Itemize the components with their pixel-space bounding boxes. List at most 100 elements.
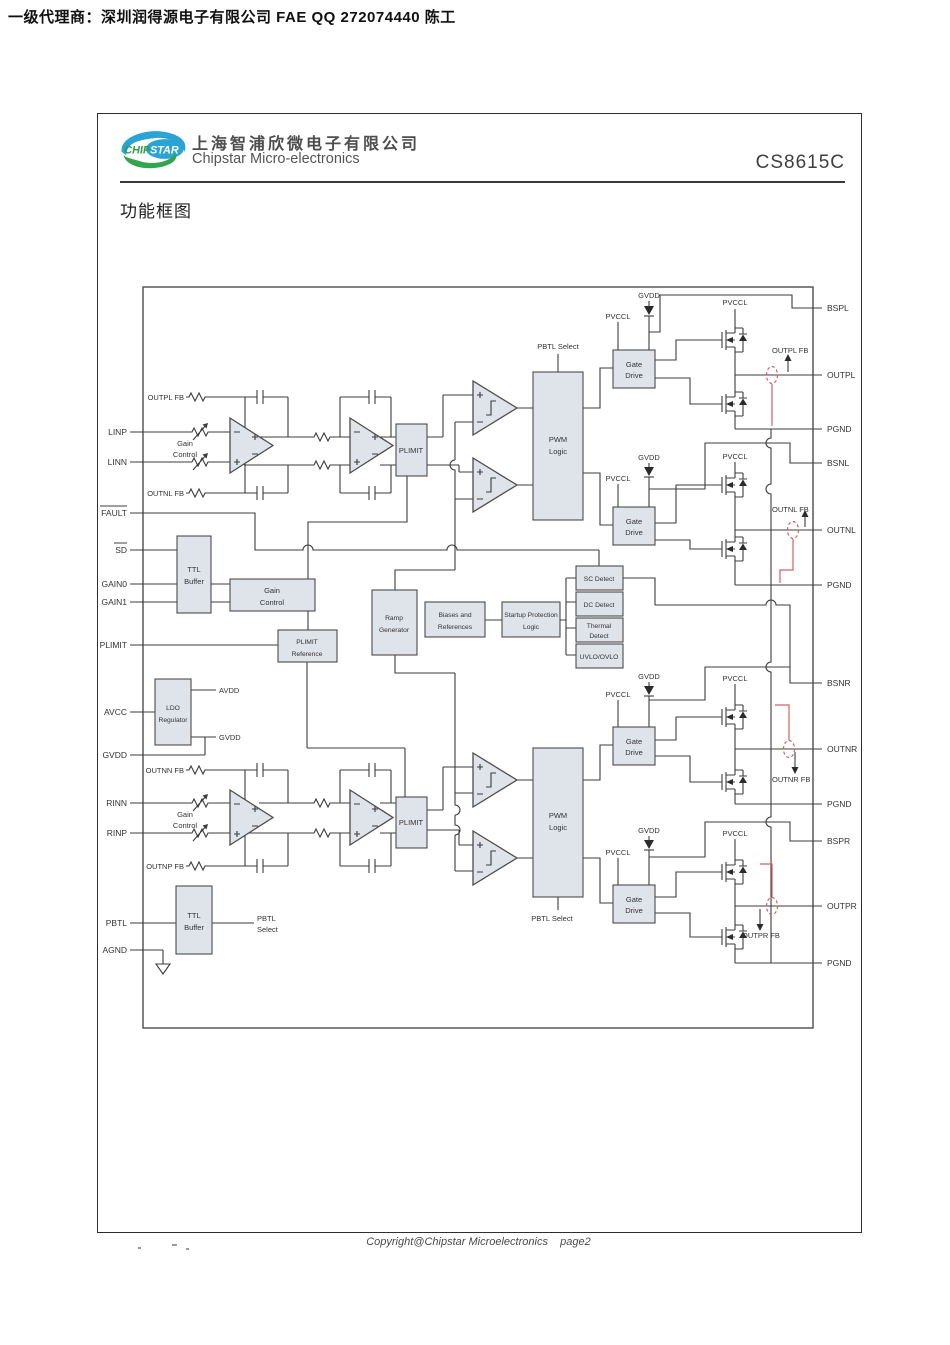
- gainctrl-line1: Gain: [264, 586, 280, 595]
- diagram-border: [142, 286, 814, 1029]
- mosfet-ls-outpl: [708, 386, 748, 422]
- label-pvccl-gd4: PVCCL: [605, 848, 630, 857]
- block-gate-drive-2: [612, 506, 656, 546]
- pin-plimit: PLIMIT: [100, 640, 127, 650]
- distributor-header: 一级代理商：深圳润得源电子有限公司 FAE QQ 272074440 陈工: [8, 9, 456, 26]
- footer-copyright: Copyright@Chipstar Microelectronics page…: [366, 1236, 591, 1248]
- part-number: CS8615C: [755, 152, 845, 173]
- header-rule: [120, 181, 845, 183]
- pin-bspl: BSPL: [827, 303, 849, 313]
- opamp-r-stage1: [229, 789, 274, 846]
- res-outpl-fb: [185, 392, 209, 402]
- pin-pbtl: PBTL: [106, 918, 128, 928]
- label-gain-r1: Gain: [177, 810, 193, 819]
- cap-r2-bot: [356, 858, 388, 874]
- pin-bsnr: BSNR: [827, 678, 851, 688]
- label-gain-l1: Gain: [177, 439, 193, 448]
- biases-line1: Biases and: [438, 612, 471, 619]
- fb-arrow-heads: [756, 354, 809, 931]
- label-gain-r2: Control: [173, 821, 198, 830]
- label-outnp-fb: OUTNP FB: [146, 862, 184, 871]
- block-dc-detect: [575, 591, 624, 617]
- block-pwm-logic-r: [532, 747, 584, 898]
- ldo-line2: Regulator: [159, 717, 189, 724]
- uvlo-label: UVLO/OVLO: [580, 654, 619, 661]
- plimitref-line1: PLIMIT: [296, 639, 318, 646]
- bootstrap-diode-1: [643, 305, 655, 317]
- fb-arrow-stems: [759, 360, 806, 925]
- block-ttl-buffer-2: [175, 885, 213, 955]
- gd4-line1: Gate: [626, 895, 642, 904]
- gd2-line1: Gate: [626, 517, 642, 526]
- block-plimit-reference: [277, 629, 338, 663]
- thermal-line2: Detect: [589, 633, 608, 640]
- logo-swoosh-green: [123, 153, 177, 169]
- pwm-r-line2: Logic: [549, 823, 567, 832]
- pin-bsnl: BSNL: [827, 458, 849, 468]
- cap-r2-top: [356, 762, 388, 778]
- block-pwm-logic-l: [532, 371, 584, 521]
- gain-varres-rinn: [188, 793, 212, 812]
- gd1-line1: Gate: [626, 360, 642, 369]
- sense-ellipse-outnr: [782, 739, 796, 759]
- label-gvdd-3: GVDD: [638, 672, 660, 681]
- pin-outnl: OUTNL: [827, 525, 856, 535]
- cap-l2-top: [356, 389, 388, 405]
- pin-linn: LINN: [108, 457, 127, 467]
- block-sc-detect: [575, 565, 624, 591]
- comparator-l1: [472, 380, 518, 436]
- gainctrl-line2: Control: [260, 598, 285, 607]
- bootstrap-diode-3: [643, 685, 655, 697]
- wires-control-center: [130, 476, 791, 960]
- block-ldo-regulator: [154, 678, 192, 746]
- logo-blue-blob: [145, 139, 184, 159]
- res-stage2-r1: [310, 798, 334, 808]
- gd3-line2: Drive: [625, 748, 643, 757]
- sense-ellipse-outnl: [786, 520, 800, 540]
- cap-r1-top: [244, 762, 276, 778]
- res-stage2-l1: [310, 432, 334, 442]
- bootstrap-diode-2: [643, 466, 655, 478]
- ttl1-line2: Buffer: [184, 577, 204, 586]
- label-gvdd-2: GVDD: [638, 453, 660, 462]
- logo-swoosh-blue: [121, 131, 186, 156]
- sc-detect-label: SC Detect: [584, 576, 615, 583]
- cap-l1-top: [244, 389, 276, 405]
- mosfet-hs-outnr: [708, 699, 748, 735]
- pin-outpr: OUTPR: [827, 901, 857, 911]
- block-plimit-l: [395, 423, 428, 477]
- block-plimit-l-label: PLIMIT: [399, 446, 424, 455]
- artifact-dot-1: [138, 1247, 141, 1249]
- label-pbtl-select-top: PBTL Select: [537, 342, 579, 351]
- label-pvccl-gd2: PVCCL: [605, 474, 630, 483]
- res-outnl-fb: [185, 488, 209, 498]
- pwm-l-line2: Logic: [549, 447, 567, 456]
- pin-bspr: BSPR: [827, 836, 850, 846]
- label-gain-l2: Control: [173, 450, 198, 459]
- pin-avcc: AVCC: [104, 707, 127, 717]
- block-biases-references: [424, 601, 486, 638]
- block-plimit-r-label: PLIMIT: [399, 818, 424, 827]
- gd3-line1: Gate: [626, 737, 642, 746]
- label-outnn-fb: OUTNN FB: [146, 766, 184, 775]
- active-low-overlines: [100, 505, 127, 544]
- ttl2-line2: Buffer: [184, 923, 204, 932]
- label-pbtl-select-out1: PBTL: [257, 914, 276, 923]
- res-stage2-l2: [310, 460, 334, 470]
- gain-varres-linp: [188, 422, 212, 441]
- res-stage2-r2: [310, 828, 334, 838]
- ldo-line1: LDO: [166, 705, 180, 712]
- ramp-line2: Generator: [379, 627, 410, 634]
- comparator-r1: [472, 752, 518, 808]
- mosfet-hs-outpr: [708, 854, 748, 890]
- label-outpl-fb-right: OUTPL FB: [772, 346, 808, 355]
- sense-ellipse-outpr: [765, 896, 779, 916]
- block-uvlo-ovlo: [575, 643, 624, 669]
- block-gate-drive-1: [612, 349, 656, 389]
- pin-rinp: RINP: [107, 828, 128, 838]
- pin-fault: FAULT: [101, 508, 127, 518]
- label-pvccl-b1: PVCCL: [722, 298, 747, 307]
- cap-r1-bot: [244, 858, 276, 874]
- thermal-line1: Thermal: [587, 623, 612, 630]
- label-outnl-fb-left: OUTNL FB: [147, 489, 184, 498]
